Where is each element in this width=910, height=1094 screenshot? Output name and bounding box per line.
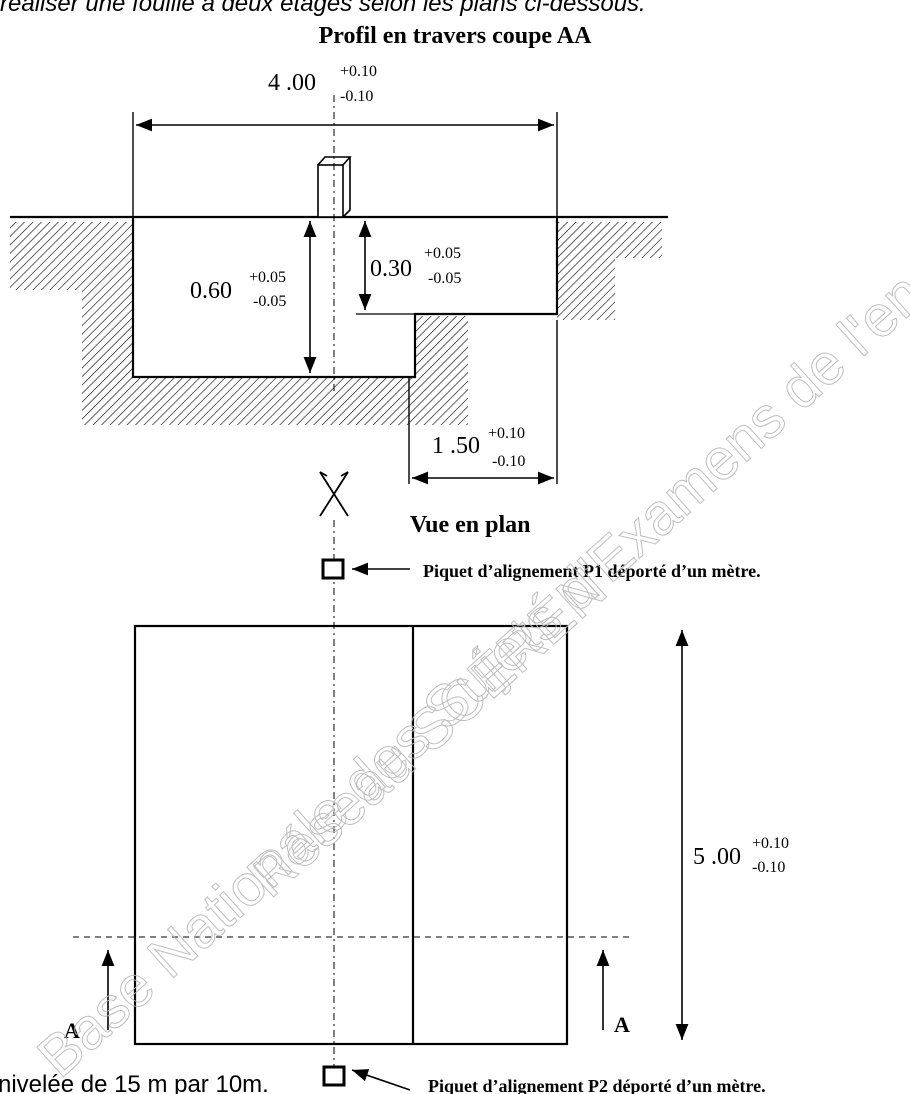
dim-depth-step-minus: -0.05: [428, 270, 461, 287]
dim-depth-step-value: 0.30: [370, 256, 412, 282]
stake-p2-label: Piquet d’alignement P2 déporté d’un mètr…: [428, 1076, 766, 1094]
plan-outline: [133, 624, 569, 1046]
stake-p2-icon: [322, 1065, 346, 1087]
stake-p1-label: Piquet d’alignement P1 déporté d’un mètr…: [423, 561, 761, 581]
section-title: Profil en travers coupe AA: [319, 23, 593, 49]
dim-width-plus: +0.10: [340, 63, 377, 80]
stake-p2-arrow: [351, 1069, 411, 1091]
dim-step-width-minus: -0.10: [492, 453, 525, 470]
dim-depth-total-value: 0.60: [190, 278, 232, 304]
dim-length-plus: +0.10: [752, 835, 789, 852]
plan-title: Vue en plan: [410, 512, 531, 538]
axis-cross-icon: [319, 471, 349, 517]
dim-depth-total-plus: +0.05: [249, 269, 286, 286]
excavation-outline: [131, 217, 559, 379]
stake-icon: [317, 156, 352, 218]
dim-depth-total-minus: -0.05: [253, 293, 286, 310]
dim-width-value: 4 .00: [268, 70, 316, 96]
dim-length-minus: -0.10: [752, 859, 785, 876]
dim-step-width-plus: +0.10: [488, 425, 525, 442]
section-mark-right: A: [614, 1012, 630, 1037]
footer-cut-text: nivelée de 15 m par 10m.: [0, 1071, 269, 1094]
dim-depth-step-plus: +0.05: [424, 245, 461, 262]
dim-width-minus: -0.10: [340, 88, 373, 105]
dim-length-value: 5 .00: [693, 844, 741, 870]
dim-step-width-value: 1 .50: [432, 433, 480, 459]
section-mark-left: A: [64, 1018, 80, 1043]
cross-section: 4 .00 +0.10 -0.10 0.60 +0.05 -0.05 0.30 …: [10, 63, 668, 485]
stake-p1-icon: [321, 558, 345, 580]
watermark-line-1: Base Nationale des Sujets d'Examens de l…: [25, 0, 910, 1090]
watermark-line-2: Réseau SCÉRÉN: [235, 555, 619, 910]
ground-hatch-right: [557, 222, 662, 320]
plan-view: Piquet d’alignement P1 déporté d’un mètr…: [64, 520, 789, 1094]
ground-hatch-middle: [415, 316, 468, 425]
header-cut-text: réaliser une fouille à deux étages selon…: [0, 0, 646, 17]
ground-hatch-left: [10, 222, 415, 425]
watermark: Base Nationale des Sujets d'Examens de l…: [25, 0, 910, 1090]
